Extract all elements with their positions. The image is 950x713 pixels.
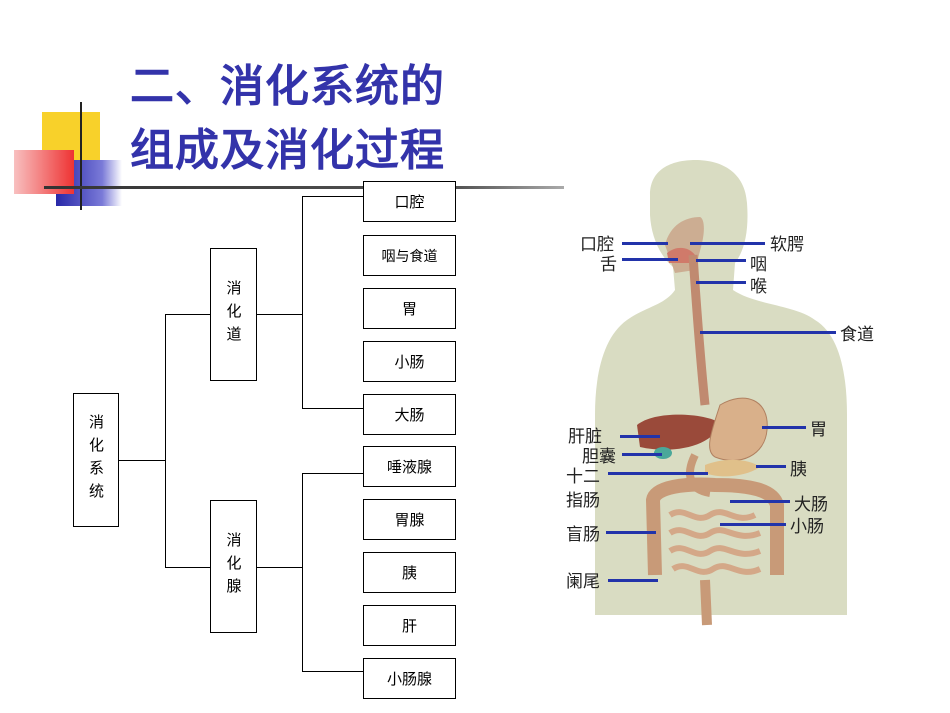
anatomy-illustration [595, 160, 847, 626]
connector [302, 408, 363, 409]
tract-item: 咽与食道 [363, 235, 456, 276]
label-gallbladder: 胆囊 [582, 447, 616, 467]
label-liver: 肝脏 [568, 427, 602, 447]
page-title-line2: 组成及消化过程 [130, 125, 445, 176]
leader-cecum [606, 531, 656, 534]
connector [165, 314, 211, 315]
deco-horizontal-line [44, 186, 564, 189]
gland-item: 胃腺 [363, 499, 456, 540]
root-box-digestive-system: 消化系统 [73, 393, 119, 527]
connector [302, 473, 363, 474]
leader-soft-palate [690, 242, 765, 245]
connector [165, 314, 166, 567]
leader-appendix [608, 579, 658, 582]
tract-item: 胃 [363, 288, 456, 329]
leader-larynx [696, 281, 746, 284]
stomach-shape [709, 397, 768, 462]
leader-stomach [762, 426, 806, 429]
connector [256, 314, 302, 315]
small-intestine-shape [668, 509, 762, 575]
rectum-shape [700, 579, 712, 626]
leader-duodenum [608, 472, 708, 475]
leader-small-intestine [720, 523, 786, 526]
label-esophagus: 食道 [840, 325, 874, 345]
connector [256, 567, 302, 568]
leader-pharynx [696, 259, 746, 262]
glands-label: 消化腺 [224, 532, 243, 601]
label-pancreas: 胰 [790, 460, 807, 480]
gland-item: 胰 [363, 552, 456, 593]
gallbladder-shape [654, 447, 672, 459]
label-tongue: 舌 [600, 255, 617, 275]
label-appendix: 阑尾 [566, 572, 600, 592]
leader-tongue [622, 258, 678, 261]
label-large-intestine: 大肠 [794, 495, 828, 515]
label-small-intestine: 小肠 [790, 517, 824, 537]
leader-gallbladder [622, 453, 662, 456]
connector [302, 671, 363, 672]
leader-large-intestine [730, 500, 790, 503]
connector [302, 196, 363, 197]
label-cecum: 盲肠 [566, 525, 600, 545]
gland-item: 肝 [363, 605, 456, 646]
leader-liver [620, 435, 660, 438]
leader-pancreas [756, 465, 786, 468]
label-mouth: 口腔 [580, 235, 614, 255]
label-stomach: 胃 [810, 420, 827, 440]
tract-item: 小肠 [363, 341, 456, 382]
large-intestine-shape [645, 477, 784, 576]
tract-item: 口腔 [363, 181, 456, 222]
tract-box: 消化道 [210, 248, 257, 381]
glands-box: 消化腺 [210, 500, 257, 633]
liver-shape [637, 414, 720, 450]
connector [302, 196, 303, 408]
label-duodenum-1: 十二 [566, 467, 600, 487]
connector [302, 473, 303, 671]
root-label: 消化系统 [87, 414, 105, 506]
label-soft-palate: 软腭 [770, 235, 804, 255]
pancreas-shape [705, 459, 760, 477]
label-pharynx: 咽 [750, 255, 767, 275]
leader-esophagus [700, 331, 836, 334]
page-title-line1: 二、消化系统的 [130, 61, 445, 112]
connector [119, 460, 165, 461]
label-duodenum-2: 指肠 [566, 491, 600, 511]
gland-item: 唾液腺 [363, 446, 456, 487]
leader-mouth [622, 242, 668, 245]
tract-label: 消化道 [224, 280, 243, 349]
gland-item: 小肠腺 [363, 658, 456, 699]
deco-vertical-line [80, 102, 82, 210]
connector [165, 567, 211, 568]
label-larynx: 喉 [750, 277, 767, 297]
esophagus-shape [688, 254, 710, 406]
tract-item: 大肠 [363, 394, 456, 435]
